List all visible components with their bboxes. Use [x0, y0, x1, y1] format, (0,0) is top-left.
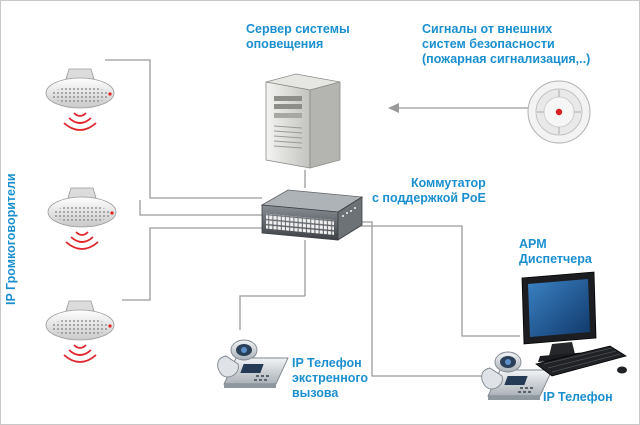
ceiling-speaker-icon: [47, 187, 117, 250]
server-label: Сервер системы оповещения: [246, 22, 350, 51]
switch-label: Коммутатор с поддержкой PoE: [372, 176, 486, 205]
tower-server-icon: [265, 73, 341, 169]
ip-phone-label: IP Телефон: [543, 390, 613, 404]
connector-lines: [105, 59, 532, 377]
connector-workstation: [358, 225, 520, 337]
external-signals-label: Сигналы от внешних систем безопасности (…: [422, 22, 591, 66]
desk-ip-phone-icon: [217, 339, 289, 389]
speakers-label: IP Громкоговорители: [4, 173, 18, 305]
connector-speaker-1: [105, 59, 262, 199]
connector-ip-phone: [358, 221, 490, 377]
monitor-keyboard-icon: [521, 271, 627, 377]
ceiling-speaker-icon: [45, 300, 115, 363]
connector-speaker-3: [122, 227, 262, 301]
network-switch-icon: [260, 189, 364, 241]
ceiling-speaker-icon: [45, 68, 115, 131]
smoke-detector-icon: [527, 80, 591, 144]
signal-arrow-head: [388, 103, 399, 113]
connector-speaker-2: [139, 200, 262, 216]
emergency-phone-label: IP Телефон экстренного вызова: [292, 356, 369, 400]
connector-emergency-phone-bend: [239, 295, 305, 330]
dispatcher-label: АРМ Диспетчера: [519, 237, 592, 266]
